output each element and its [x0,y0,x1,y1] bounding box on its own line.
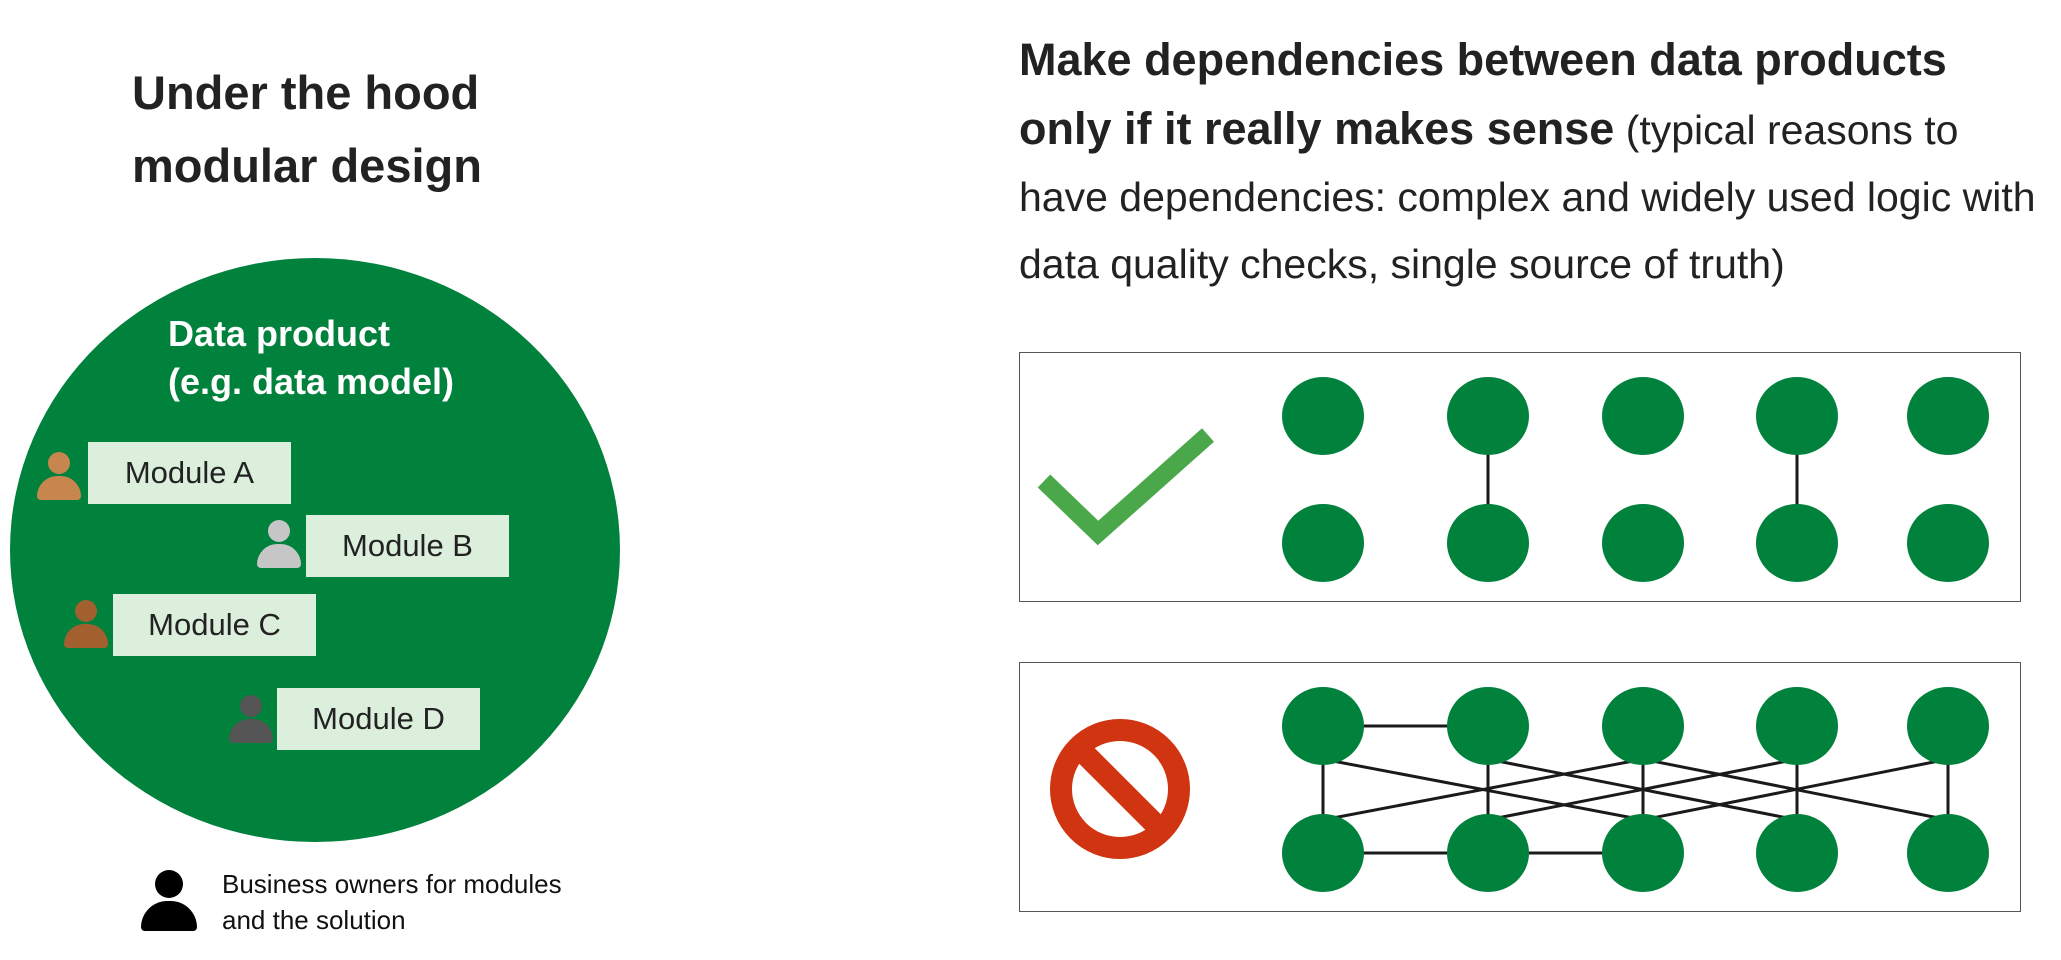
left-title-line2: modular design [132,139,482,192]
checkmark-icon [1037,428,1214,546]
data-product-node [1282,814,1364,892]
module-c-label: Module C [148,607,281,642]
dependency-links [1486,449,1799,510]
module-d-box: Module D [277,688,480,750]
data-product-node [1907,687,1989,765]
good-network-diagram [1037,377,1989,582]
data-product-node [1907,377,1989,455]
bad-dependencies-panel [1019,662,2021,912]
right-heading-bold: Make dependencies between data products … [1019,34,1947,154]
data-product-node [1756,377,1838,455]
module-a-box: Module A [88,442,291,504]
good-dependencies-panel [1019,352,2021,602]
left-title-line1: Under the hood [132,66,480,119]
bad-network-diagram [1050,687,1989,892]
data-product-node [1447,377,1529,455]
right-heading-normal: (typical reasons to have dependencies: c… [1019,107,2036,287]
right-heading: Make dependencies between data products … [1019,26,2044,298]
data-product-node [1756,814,1838,892]
module-b-box: Module B [306,515,509,577]
owner-icon-module-b [255,520,303,570]
data-product-node [1282,687,1364,765]
data-product-node [1282,377,1364,455]
data-product-node [1282,504,1364,582]
legend-line1: Business owners for modules [222,869,562,899]
legend-text: Business owners for modules and the solu… [222,866,562,938]
dependency-link [1322,757,1644,822]
data-product-line1: Data product [168,313,391,354]
data-product-node [1907,504,1989,582]
data-product-node [1602,377,1684,455]
dependency-link [1487,757,1798,822]
owner-icon-module-a [35,452,83,502]
data-product-node [1447,687,1529,765]
data-product-node [1602,687,1684,765]
data-product-node [1447,504,1529,582]
data-product-node [1602,504,1684,582]
prohibited-icon [1050,719,1190,859]
module-c-box: Module C [113,594,316,656]
data-product-node [1602,814,1684,892]
owner-icon-module-c [62,600,110,650]
business-owner-icon [140,870,198,932]
data-product-line2: (e.g. data model) [168,361,455,402]
module-b-label: Module B [342,528,473,563]
module-d-label: Module D [312,701,445,736]
left-title: Under the hood modular design [132,56,482,202]
owner-icon-module-d [227,695,275,745]
data-product-node [1756,687,1838,765]
data-product-node [1756,504,1838,582]
data-product-node [1447,814,1529,892]
data-product-node [1907,814,1989,892]
legend-line2: and the solution [222,905,406,935]
dependency-link [1642,757,1949,822]
data-product-label: Data product (e.g. data model) [168,310,454,406]
module-a-label: Module A [124,455,255,490]
